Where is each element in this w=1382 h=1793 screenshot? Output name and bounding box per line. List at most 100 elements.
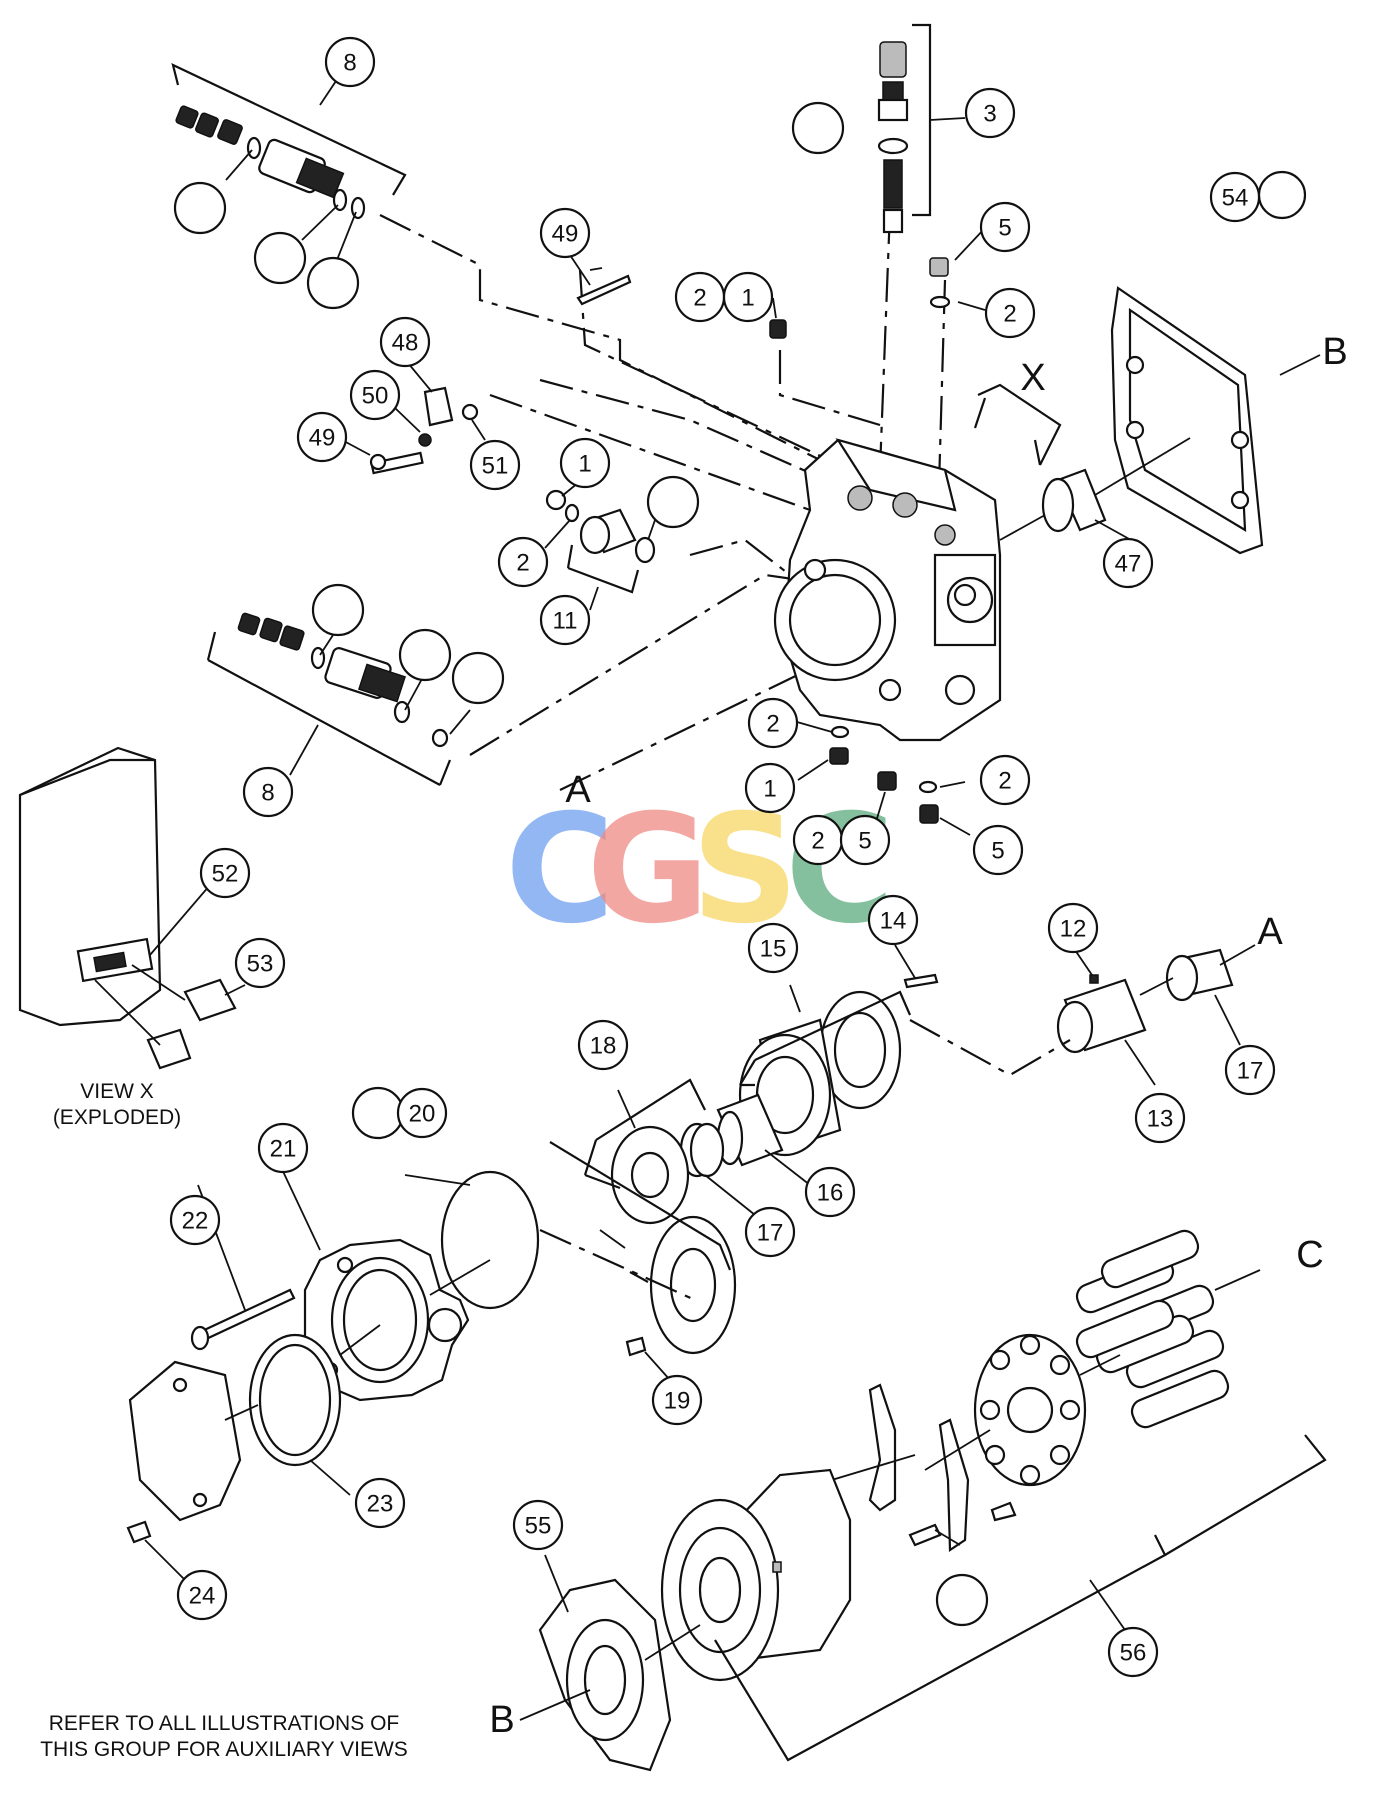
callout-label: 18 [590, 1033, 617, 1060]
callout-label: 1 [578, 451, 591, 478]
blank-callout [253, 231, 307, 285]
callout-label: 24 [189, 1583, 216, 1610]
item-47-bushing [999, 468, 1141, 546]
callout-circle [1134, 1092, 1186, 1144]
view-x-arrow [973, 383, 1062, 466]
reference-letters: B X A A C B [489, 331, 1347, 1741]
bearing-assemblies [583, 944, 1256, 1225]
callout-circle [349, 369, 401, 421]
callout-5: 5 [979, 201, 1031, 253]
letter-c: C [1296, 1234, 1323, 1276]
callout-label: 16 [817, 1180, 844, 1207]
callout-13: 13 [1134, 1092, 1186, 1144]
callout-label: 2 [693, 285, 706, 312]
callout-label: 2 [1003, 301, 1016, 328]
callout-5: 5 [972, 824, 1024, 876]
view-x-caption-line2: (EXPLODED) [53, 1106, 181, 1129]
callout-14: 14 [867, 894, 919, 946]
callout-label: 8 [261, 780, 274, 807]
callout-circle [539, 207, 591, 259]
callout-3: 3 [964, 87, 1016, 139]
blank-callout [398, 628, 452, 682]
item-54-gasket [1094, 286, 1321, 555]
callout-label: 47 [1115, 551, 1142, 578]
view-x-caption-line1: VIEW X [80, 1080, 154, 1103]
callout-label: 17 [1237, 1058, 1264, 1085]
callout-circle [169, 1194, 221, 1246]
item-3-valve-stack [877, 23, 966, 234]
callout-circle [234, 937, 286, 989]
callout-21: 21 [257, 1122, 309, 1174]
callout-circle [379, 316, 431, 368]
rotating-group [519, 1229, 1327, 1772]
callout-circle [804, 1166, 856, 1218]
callout-1: 1 [559, 437, 611, 489]
callout-label: 5 [998, 215, 1011, 242]
callout-54: 54 [1209, 171, 1261, 223]
blank-callout [351, 1086, 405, 1140]
callout-circle [559, 437, 611, 489]
callout-circle [744, 762, 796, 814]
callout-22: 22 [169, 1194, 221, 1246]
callout-17: 17 [744, 1206, 796, 1258]
callout-49: 49 [539, 207, 591, 259]
callout-circle [651, 1374, 703, 1426]
callout-label: 55 [525, 1513, 552, 1540]
callout-circle [257, 1122, 309, 1174]
callout-circle [744, 1206, 796, 1258]
callout-circle [539, 594, 591, 646]
callout-label: 49 [309, 425, 336, 452]
callout-label: 17 [757, 1220, 784, 1247]
callout-circle [1107, 1626, 1159, 1678]
item-8-relief-valve-top [171, 63, 407, 271]
callout-label: 1 [763, 776, 776, 803]
footer-note: REFER TO ALL ILLUSTRATIONS OF THIS GROUP… [40, 1712, 408, 1761]
callout-label: 53 [247, 951, 274, 978]
callout-label: 5 [991, 838, 1004, 865]
callout-label: 2 [516, 550, 529, 577]
callout-2: 2 [792, 814, 844, 866]
callout-15: 15 [747, 922, 799, 974]
port-plugs-lower [796, 721, 971, 836]
callout-circle [1224, 1044, 1276, 1096]
callout-24: 24 [176, 1569, 228, 1621]
callout-circle [747, 922, 799, 974]
callout-circle [1047, 902, 1099, 954]
callout-5: 5 [839, 814, 891, 866]
callout-circle [979, 201, 1031, 253]
callout-label: 15 [760, 936, 787, 963]
letter-a-right: A [1257, 911, 1283, 953]
callout-label: 12 [1060, 916, 1087, 943]
callout-8: 8 [242, 766, 294, 818]
watermark: C G S C [505, 783, 895, 957]
callout-label: 3 [983, 101, 996, 128]
callout-label: 2 [766, 711, 779, 738]
callout-circle [354, 1477, 406, 1529]
callout-circle [984, 287, 1036, 339]
watermark-letter-2: G [586, 783, 709, 957]
callout-label: 2 [811, 828, 824, 855]
letter-b-bottom: B [489, 1699, 514, 1741]
callout-label: 21 [270, 1136, 297, 1163]
pistons [1075, 1229, 1230, 1429]
callout-circle [722, 271, 774, 323]
callout-2: 2 [979, 754, 1031, 806]
callout-label: 20 [409, 1101, 436, 1128]
blank-callout [311, 583, 365, 637]
callout-label: 14 [880, 908, 907, 935]
items-48-51-bracket [341, 251, 632, 475]
callout-label: 19 [664, 1388, 691, 1415]
callout-1: 1 [722, 271, 774, 323]
pump-housing [773, 438, 1002, 742]
callout-circle [199, 847, 251, 899]
blank-callout [451, 651, 505, 705]
callout-18: 18 [577, 1019, 629, 1071]
callout-label: 52 [212, 861, 239, 888]
callout-label: 8 [343, 50, 356, 77]
callout-circle [1102, 537, 1154, 589]
callout-2: 2 [674, 271, 726, 323]
letter-a-left: A [565, 769, 591, 811]
view-x-detail [18, 746, 246, 1070]
callout-47: 47 [1102, 537, 1154, 589]
